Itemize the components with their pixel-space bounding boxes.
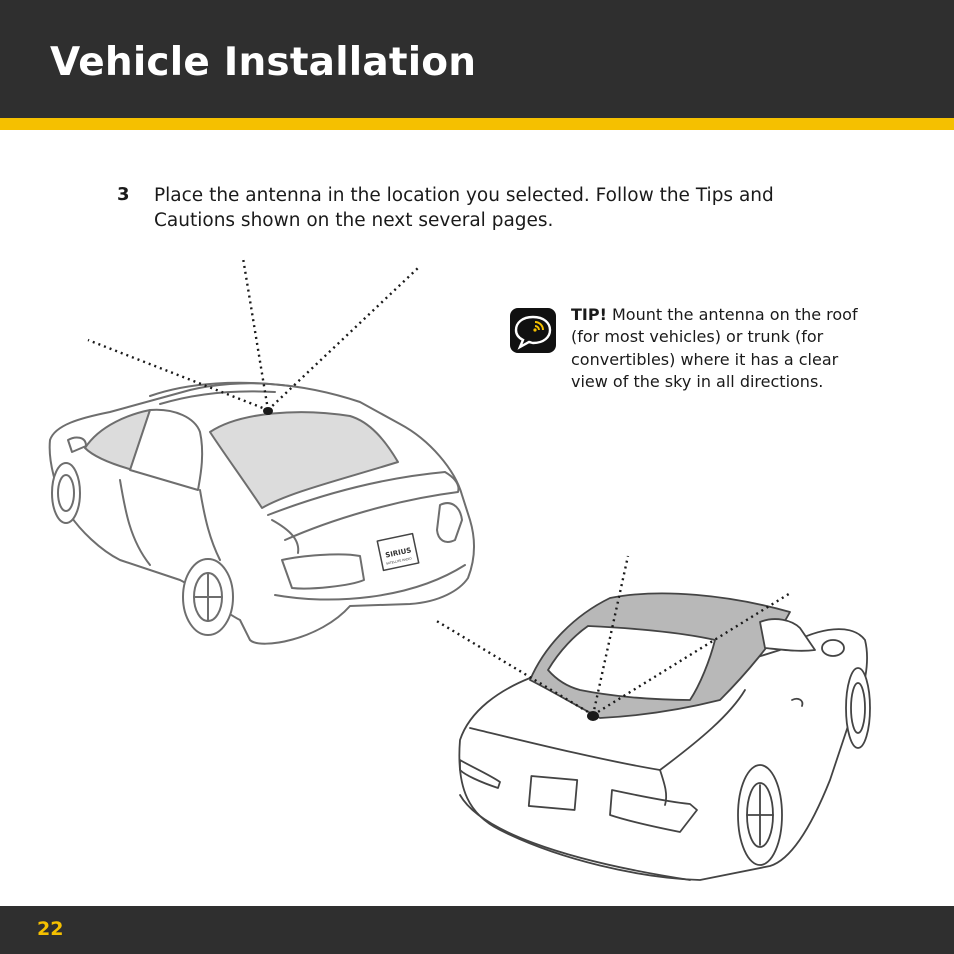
- footer-bar: [0, 906, 954, 954]
- sedan-antenna-marker: [263, 407, 273, 415]
- page-number: 22: [37, 918, 64, 940]
- step-instruction: Place the antenna in the location you se…: [154, 185, 774, 231]
- sedan-plate-subtext: SATELLITE RADIO: [386, 556, 413, 565]
- sedan-sky-view-lines: [87, 257, 419, 412]
- convertible-sky-view-lines: [434, 555, 793, 717]
- tip-label: TIP!: [571, 305, 607, 324]
- tip-body: Mount the antenna on the roof (for most …: [571, 305, 858, 392]
- convertible-illustration: [458, 592, 871, 881]
- tip-text: TIP! Mount the antenna on the roof (for …: [571, 304, 861, 394]
- header-bar: [0, 0, 954, 118]
- page-title: Vehicle Installation: [50, 40, 477, 85]
- sedan-illustration: [48, 381, 475, 645]
- antenna-placement-illustration: SIRIUS SATELLITE RADIO: [48, 257, 871, 881]
- convertible-antenna-marker: [587, 711, 599, 721]
- step-number: 3: [117, 184, 130, 205]
- header-accent-stripe: [0, 118, 954, 130]
- speech-bubble-icon: [510, 308, 556, 353]
